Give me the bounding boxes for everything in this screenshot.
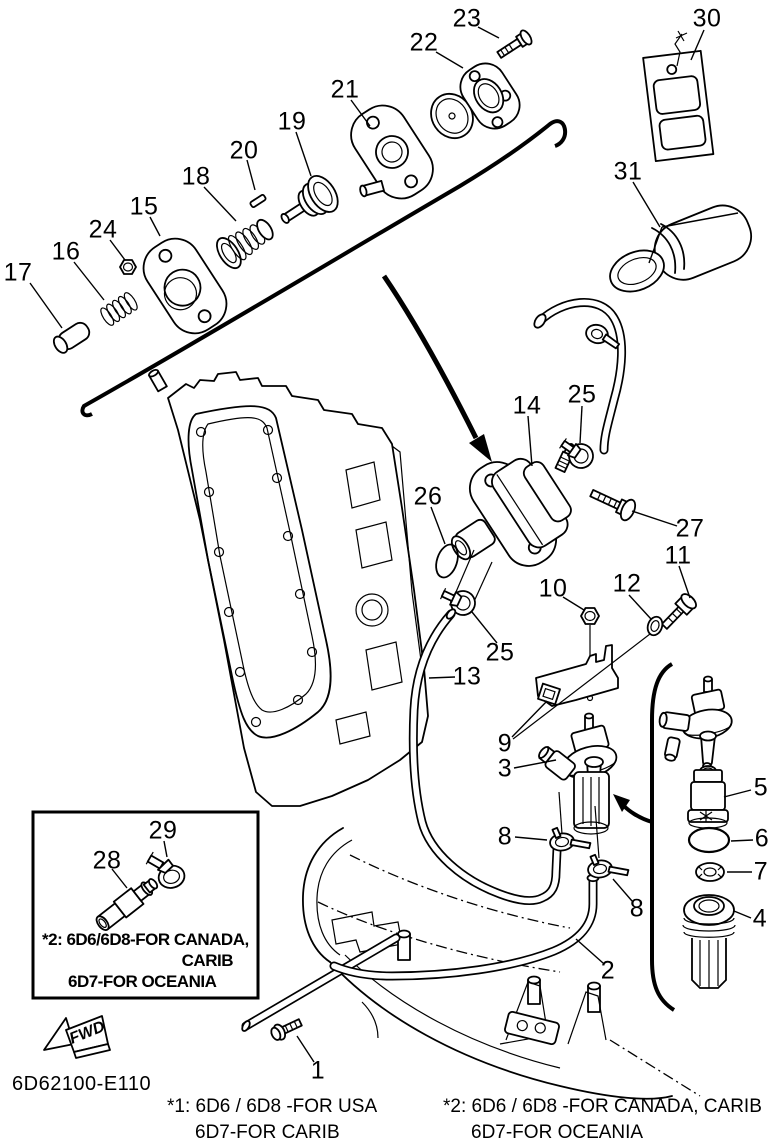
callout-29: 29 <box>148 816 178 845</box>
part-16-spring <box>100 292 138 326</box>
part-7-retainer <box>695 862 725 882</box>
part-3-fuel-cock <box>538 712 618 859</box>
part-17-cap <box>52 321 91 354</box>
pan-stud <box>587 981 601 1013</box>
part-31-sleeve <box>609 204 752 293</box>
inset-note-line1: *2: 6D6/6D8-FOR CANADA, <box>42 930 249 949</box>
pointer-arrow <box>381 274 492 462</box>
callout-7: 7 <box>753 857 769 886</box>
part-4-filter-element <box>682 894 736 989</box>
part-19-plunger <box>280 175 339 224</box>
callout-26: 26 <box>413 482 443 511</box>
part-14-fuel-pump <box>450 443 575 567</box>
footnote-1-line1: *1: 6D6 / 6D8 -FOR USA <box>167 1096 378 1117</box>
part-23-screw <box>496 29 533 59</box>
pan-stud <box>527 975 541 1005</box>
callout-13: 13 <box>452 662 482 691</box>
part-9-bracket <box>512 633 651 740</box>
callout-1: 1 <box>310 1056 326 1085</box>
callout-5: 5 <box>753 773 769 802</box>
callout-10: 10 <box>538 574 568 603</box>
engine-block <box>148 368 429 807</box>
callout-3: 3 <box>497 754 513 783</box>
callout-30: 30 <box>692 4 722 33</box>
pump-inlet-hose <box>533 298 626 455</box>
separator-line <box>80 119 568 418</box>
part-15-pump-bracket <box>142 237 228 335</box>
part-18-spring-seat <box>216 218 274 270</box>
footnote-1: *1: 6D6 / 6D8 -FOR USA 6D7-FOR CARIB <box>167 1094 377 1142</box>
callout-20: 20 <box>229 136 259 165</box>
part-12-washer <box>646 615 664 637</box>
variant-bracket <box>613 662 676 1012</box>
callout-11: 11 <box>664 541 692 570</box>
callout-8b: 8 <box>629 894 645 923</box>
variant-fuel-cock <box>658 675 733 770</box>
part-24-nut <box>119 259 137 275</box>
part-30-tag <box>642 30 715 163</box>
pilot-tube <box>241 933 401 1032</box>
callout-25a: 25 <box>567 380 597 409</box>
callout-28: 28 <box>92 846 122 875</box>
footnote-2: *2: 6D6 / 6D8 -FOR CANADA, CARIB 6D7-FOR… <box>443 1094 762 1142</box>
callout-27: 27 <box>675 514 705 543</box>
diagram-code: 6D62100-E110 <box>12 1073 152 1095</box>
part-8-clamp-right <box>587 853 630 879</box>
part-25-clamp-upper <box>559 438 594 469</box>
part-2-hose <box>329 873 600 981</box>
callout-17: 17 <box>3 258 33 287</box>
pan-stud <box>397 929 411 961</box>
callout-15: 15 <box>129 192 159 221</box>
callout-22: 22 <box>409 28 439 57</box>
callout-23: 23 <box>452 4 482 33</box>
fwd-arrow: FWD <box>43 1015 111 1059</box>
callout-9: 9 <box>497 729 513 758</box>
callout-19: 19 <box>277 107 307 136</box>
inset-note-line2: CARIB <box>181 951 234 970</box>
callout-12: 12 <box>612 569 642 598</box>
callout-8a: 8 <box>497 822 513 851</box>
footnote-2-line1: *2: 6D6 / 6D8 -FOR CANADA, CARIB <box>443 1096 762 1117</box>
part-25-clamp-lower <box>439 588 476 616</box>
footnote-2-line2: 6D7-FOR OCEANIA <box>471 1122 644 1142</box>
callout-4: 4 <box>752 904 768 933</box>
callout-31: 31 <box>613 157 643 186</box>
part-20-pin <box>249 193 267 209</box>
inset-note: *2: 6D6/6D8-FOR CANADA, CARIB 6D7-FOR OC… <box>42 929 249 992</box>
leader-lines <box>29 26 754 1063</box>
part-22-cover <box>459 62 521 130</box>
callout-2: 2 <box>600 956 616 985</box>
callout-18: 18 <box>181 162 211 191</box>
callout-6: 6 <box>754 824 770 853</box>
lower-pan <box>302 827 701 1100</box>
part-28-joint <box>95 878 159 931</box>
callout-24: 24 <box>88 215 118 244</box>
part-26-o-ring <box>435 543 493 607</box>
part-1-screw <box>270 1018 303 1041</box>
callout-25b: 25 <box>485 638 515 667</box>
inset-box <box>31 810 260 1000</box>
part-11-bolt <box>660 593 697 630</box>
part-8-clamp-left <box>549 826 592 852</box>
inset-note-line3: 6D7-FOR OCEANIA <box>68 972 217 991</box>
footnote-1-line2: 6D7-FOR CARIB <box>195 1122 340 1142</box>
part-6-o-ring <box>687 826 731 854</box>
callout-21: 21 <box>330 75 360 104</box>
callout-16: 16 <box>51 237 81 266</box>
callout-14: 14 <box>512 391 542 420</box>
part-29-clamp <box>145 851 186 889</box>
part-13-hose <box>408 608 562 906</box>
part-5-filter-cup <box>687 765 729 829</box>
part-27-bolt <box>589 489 637 522</box>
part-21-pump-body <box>350 104 434 200</box>
